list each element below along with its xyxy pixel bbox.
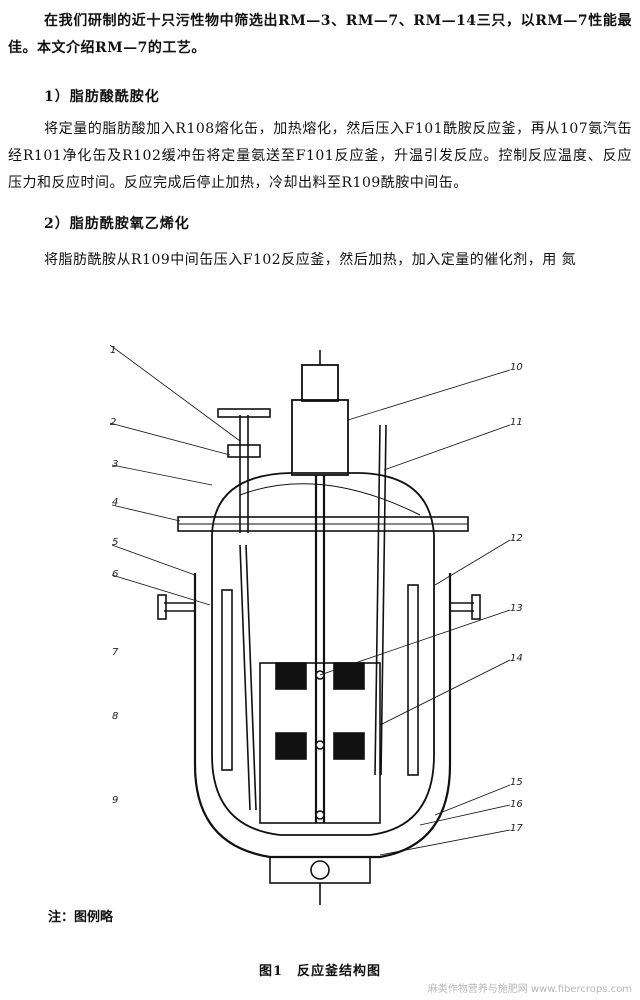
section2-paragraph: 将脂肪酰胺从R109中间缶压入F102反应釜，然后加热，加入定量的催化剂，用 氮	[44, 252, 577, 268]
part-label: 2	[110, 417, 117, 428]
part-label: 8	[112, 711, 119, 722]
part-label: 16	[510, 799, 523, 810]
part-label: 4	[112, 497, 119, 508]
part-label: 12	[510, 533, 523, 544]
reactor-drawing	[109, 345, 511, 905]
part-label: 13	[510, 603, 523, 614]
intro-paragraph: 在我们研制的近十只污性物中筛选出RM—3、RM—7、RM—14三只，以RM—7性…	[8, 13, 632, 56]
reactor-diagram: 1 2 3 4 5 6 7 8 9 10 11 12 13 14 15 16 1…	[90, 345, 560, 920]
watermark: 麻类作物营养与施肥网 www.fibercrops.com	[427, 984, 632, 995]
part-label: 7	[112, 647, 119, 658]
part-label: 5	[112, 537, 119, 548]
part-label: 15	[510, 777, 523, 788]
section2-heading: 2）脂肪酰胺氧乙烯化	[44, 216, 190, 232]
section1-heading: 1）脂肪酸酰胺化	[44, 89, 160, 105]
figure-caption: 图1 反应釜结构图	[258, 964, 382, 979]
figure-note: 注：图例略	[48, 910, 114, 925]
part-label: 17	[510, 823, 523, 834]
part-label: 10	[510, 362, 523, 373]
part-label: 3	[112, 459, 119, 470]
part-label: 11	[510, 417, 523, 428]
part-label: 6	[112, 569, 119, 580]
section1-paragraph: 将定量的脂肪酸加入R108熔化缶，加热熔化，然后压入F101酰胺反应釜，再从10…	[8, 121, 632, 191]
part-label: 9	[112, 795, 119, 806]
part-label: 1	[110, 345, 117, 356]
part-label: 14	[510, 653, 523, 664]
